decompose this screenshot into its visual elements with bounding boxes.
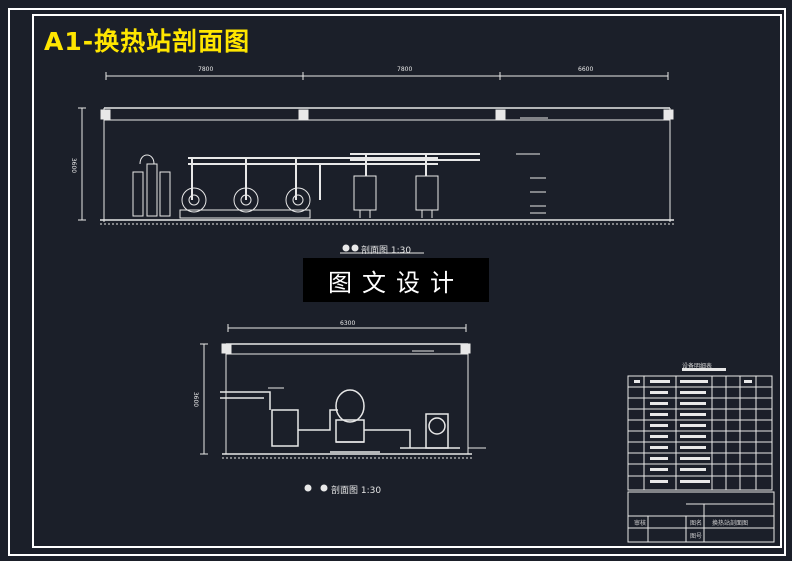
top-section-elevation-marks [516, 117, 548, 214]
top-dim-3: 6600 [578, 66, 594, 73]
title-block [627, 491, 775, 543]
title-block-drawing-name: 换热站剖面图 [712, 520, 749, 527]
outer-frame [8, 8, 786, 556]
bottom-section-caption: 剖面图 1:30 [331, 486, 382, 496]
bottom-section-dimension-line [227, 324, 467, 332]
bottom-section-caption-marker [304, 484, 328, 492]
top-section-caption: 剖面图 1:30 [361, 246, 412, 256]
drawing-title: A1-换热站剖面图 [44, 27, 251, 56]
bottom-section-elevation-marks [268, 350, 486, 449]
bottom-width-dim: 6300 [340, 320, 356, 327]
title-block-field-2: 图名 [690, 520, 703, 527]
top-section-pipes [188, 153, 480, 200]
title-block-field-1: 审核 [634, 520, 647, 527]
top-section-room-outline [100, 107, 674, 225]
top-section-softeners [132, 154, 171, 217]
bottom-section-height-dim [200, 343, 208, 455]
equipment-legend-table [627, 375, 773, 491]
top-height-dim: 3600 [70, 157, 78, 174]
top-section-tanks [353, 175, 439, 218]
top-section-dimension-line [105, 72, 669, 80]
bottom-section-columns [221, 343, 471, 354]
bottom-section-equipment [220, 389, 460, 453]
inner-frame [32, 14, 782, 548]
watermark-label: 图文设计 [303, 258, 489, 302]
top-section-caption-marker [340, 244, 424, 254]
top-dim-2: 7800 [397, 66, 413, 73]
legend-title: 设备明细表 [682, 363, 713, 370]
legend-row-marks [634, 368, 752, 483]
top-dim-1: 7800 [198, 66, 214, 73]
bottom-section-room-outline [222, 343, 472, 459]
top-section-pumps [179, 187, 311, 219]
title-block-field-3: 图号 [690, 533, 703, 540]
top-section-columns [100, 109, 674, 120]
top-section-height-dim [78, 107, 86, 221]
bottom-height-dim: 3600 [192, 391, 200, 408]
